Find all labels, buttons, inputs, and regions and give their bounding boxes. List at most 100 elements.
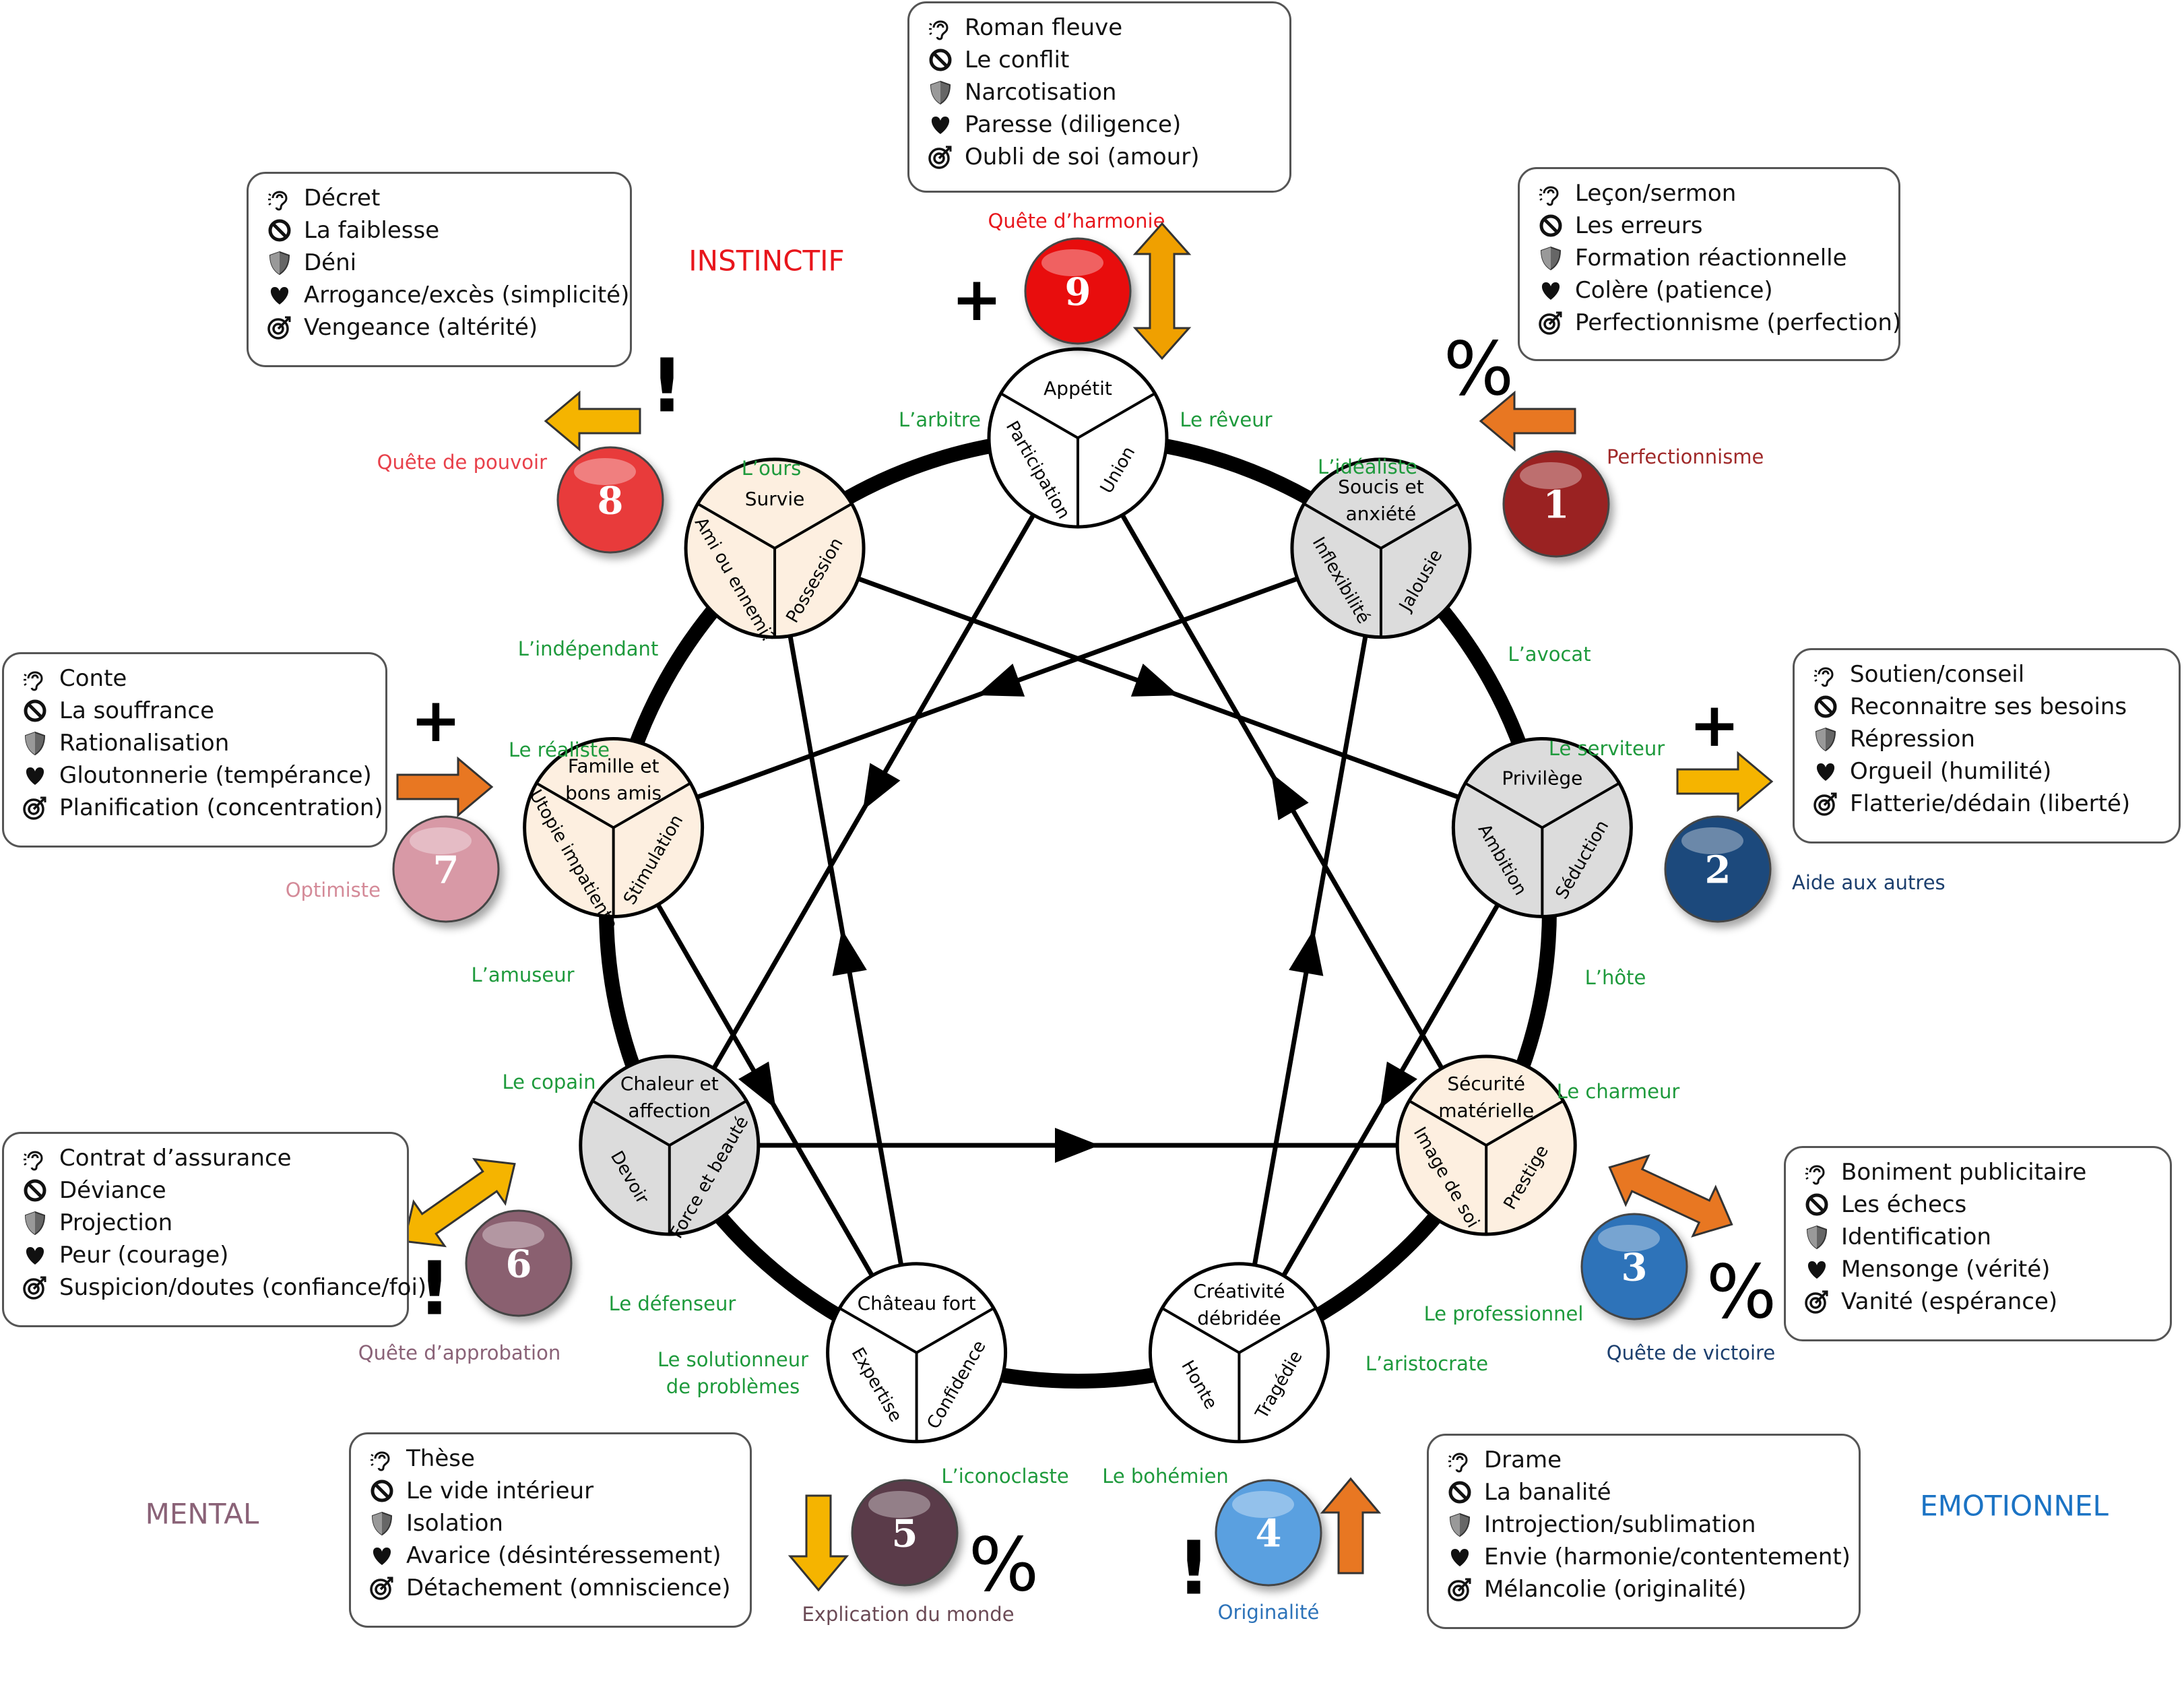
shield-icon bbox=[1446, 1511, 1473, 1538]
heart-icon bbox=[1446, 1543, 1473, 1570]
wing-label: L’arbitre bbox=[899, 408, 981, 431]
wing-label: Le solutionneur bbox=[657, 1348, 808, 1371]
info-text: Le vide intérieur bbox=[406, 1477, 594, 1504]
type-symbol: % bbox=[1706, 1248, 1777, 1335]
type-5-badge[interactable]: 5 bbox=[851, 1479, 959, 1587]
info-text: Boniment publicitaire bbox=[1841, 1159, 2087, 1186]
info-line: La faiblesse bbox=[266, 214, 612, 247]
prohibited-icon bbox=[22, 697, 49, 724]
type-quest-label: Explication du monde bbox=[802, 1603, 1014, 1626]
target-icon bbox=[1803, 1288, 1830, 1315]
prohibited-icon bbox=[266, 217, 293, 244]
type-3-badge[interactable]: 3 bbox=[1580, 1213, 1688, 1320]
type-2-badge[interactable]: 2 bbox=[1664, 815, 1772, 923]
type-number: 3 bbox=[1621, 1246, 1648, 1290]
type-5-direction-arrow bbox=[788, 1494, 849, 1592]
heart-icon bbox=[266, 282, 293, 309]
type-quest-label: Quête d’approbation bbox=[358, 1341, 560, 1364]
type-number: 8 bbox=[598, 479, 624, 523]
info-text: Perfectionnisme (perfection) bbox=[1575, 309, 1902, 336]
info-line: Avarice (désintéressement) bbox=[368, 1539, 732, 1572]
info-text: Vengeance (altérité) bbox=[304, 314, 538, 341]
prohibited-icon bbox=[927, 46, 954, 73]
type-8-badge[interactable]: 8 bbox=[556, 446, 664, 554]
info-text: Leçon/sermon bbox=[1575, 180, 1737, 207]
wing-label: L’indépendant bbox=[518, 637, 659, 660]
center-label-mental: MENTAL bbox=[146, 1498, 259, 1531]
wing-label: Le charmeur bbox=[1557, 1080, 1680, 1103]
info-line: La souffrance bbox=[22, 695, 368, 727]
shield-icon bbox=[266, 249, 293, 276]
type-2-direction-arrow bbox=[1676, 751, 1774, 813]
connection-lines bbox=[655, 513, 1500, 1277]
type-1-badge[interactable]: 1 bbox=[1502, 450, 1610, 558]
subtype-top-label: affection bbox=[628, 1100, 711, 1122]
type-6-badge[interactable]: 6 bbox=[465, 1209, 573, 1317]
type-7-badge[interactable]: 7 bbox=[392, 815, 500, 923]
info-line: Soutien/conseil bbox=[1812, 658, 2161, 691]
info-line: Reconnaitre ses besoins bbox=[1812, 691, 2161, 723]
info-line: Le vide intérieur bbox=[368, 1475, 732, 1507]
info-text: Mensonge (vérité) bbox=[1841, 1256, 2051, 1283]
info-line: Déni bbox=[266, 247, 612, 279]
info-line: Colère (patience) bbox=[1537, 274, 1881, 307]
ear-icon bbox=[368, 1445, 395, 1472]
type-quest-label: Quête de pouvoir bbox=[377, 451, 547, 474]
info-text: La banalité bbox=[1484, 1479, 1611, 1506]
info-text: Détachement (omniscience) bbox=[406, 1574, 731, 1601]
type-symbol: + bbox=[410, 685, 461, 756]
subtype-top-label: anxiété bbox=[1346, 503, 1417, 525]
wing-label: L’ours bbox=[742, 457, 802, 480]
info-line: Flatterie/dédain (liberté) bbox=[1812, 788, 2161, 820]
info-text: Les échecs bbox=[1841, 1191, 1967, 1218]
info-line: Peur (courage) bbox=[22, 1239, 389, 1271]
info-line: Paresse (diligence) bbox=[927, 108, 1272, 141]
direction-arrow bbox=[1289, 929, 1324, 976]
info-text: Paresse (diligence) bbox=[965, 111, 1182, 138]
wing-label: Le professionnel bbox=[1424, 1302, 1584, 1325]
type-9-badge[interactable]: 9 bbox=[1024, 237, 1132, 345]
info-text: Déviance bbox=[59, 1177, 166, 1204]
type-symbol: % bbox=[969, 1521, 1039, 1608]
info-text: Mélancolie (originalité) bbox=[1484, 1576, 1747, 1603]
type-4-badge[interactable]: 4 bbox=[1215, 1479, 1322, 1587]
direction-arrow bbox=[862, 763, 901, 810]
subtype-top-label: débridée bbox=[1197, 1307, 1281, 1329]
type-quest-label: Perfectionnisme bbox=[1607, 445, 1764, 468]
shield-icon bbox=[22, 730, 49, 757]
info-line: Mensonge (vérité) bbox=[1803, 1253, 2152, 1285]
type-quest-label: Quête de victoire bbox=[1607, 1341, 1775, 1364]
info-line: Suspicion/doutes (confiance/foi) bbox=[22, 1271, 426, 1304]
info-line: Leçon/sermon bbox=[1537, 177, 1881, 210]
shield-icon bbox=[22, 1209, 49, 1236]
subtype-top-label: Privilège bbox=[1502, 767, 1582, 789]
info-line: Boniment publicitaire bbox=[1803, 1156, 2152, 1188]
info-text: Isolation bbox=[406, 1510, 503, 1537]
type-symbol: ! bbox=[650, 342, 684, 428]
heart-icon bbox=[1803, 1256, 1830, 1283]
prohibited-icon bbox=[1803, 1191, 1830, 1218]
target-icon bbox=[22, 1274, 49, 1301]
type-quest-label: Aide aux autres bbox=[1792, 871, 1946, 894]
prohibited-icon bbox=[1537, 212, 1564, 239]
type-symbol: ! bbox=[418, 1245, 451, 1331]
info-line: Contrat d’assurance bbox=[22, 1142, 389, 1174]
info-text: Décret bbox=[304, 185, 381, 212]
info-text: Projection bbox=[59, 1209, 173, 1236]
heart-icon bbox=[1812, 758, 1839, 785]
ear-icon bbox=[22, 1145, 49, 1172]
ear-icon bbox=[22, 665, 49, 692]
info-text: Arrogance/excès (simplicité) bbox=[304, 282, 630, 309]
